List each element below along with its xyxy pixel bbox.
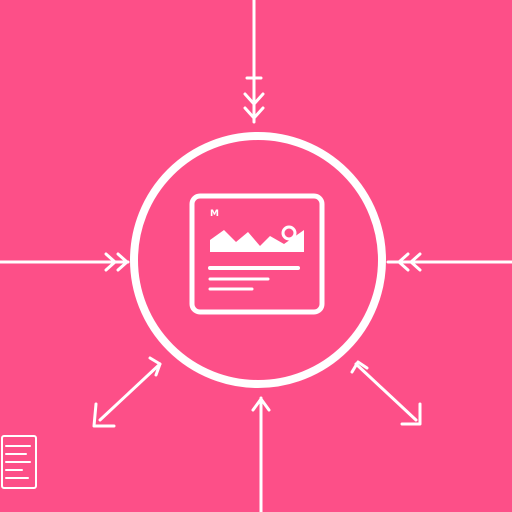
arrow-in-bottom [251, 396, 271, 512]
mountain-shape [210, 230, 304, 252]
card-tag: M [210, 209, 219, 219]
arrow-in-left [0, 252, 130, 272]
arrow-out-lower-left [92, 356, 162, 428]
central-ring [130, 132, 386, 388]
arrow-in-right [386, 252, 512, 272]
document-lines-icon [1, 435, 37, 489]
arrow-out-lower-right [350, 360, 422, 426]
sun-shape [281, 225, 297, 241]
arrow-in-top [243, 0, 265, 124]
image-card-icon: M [189, 193, 325, 315]
